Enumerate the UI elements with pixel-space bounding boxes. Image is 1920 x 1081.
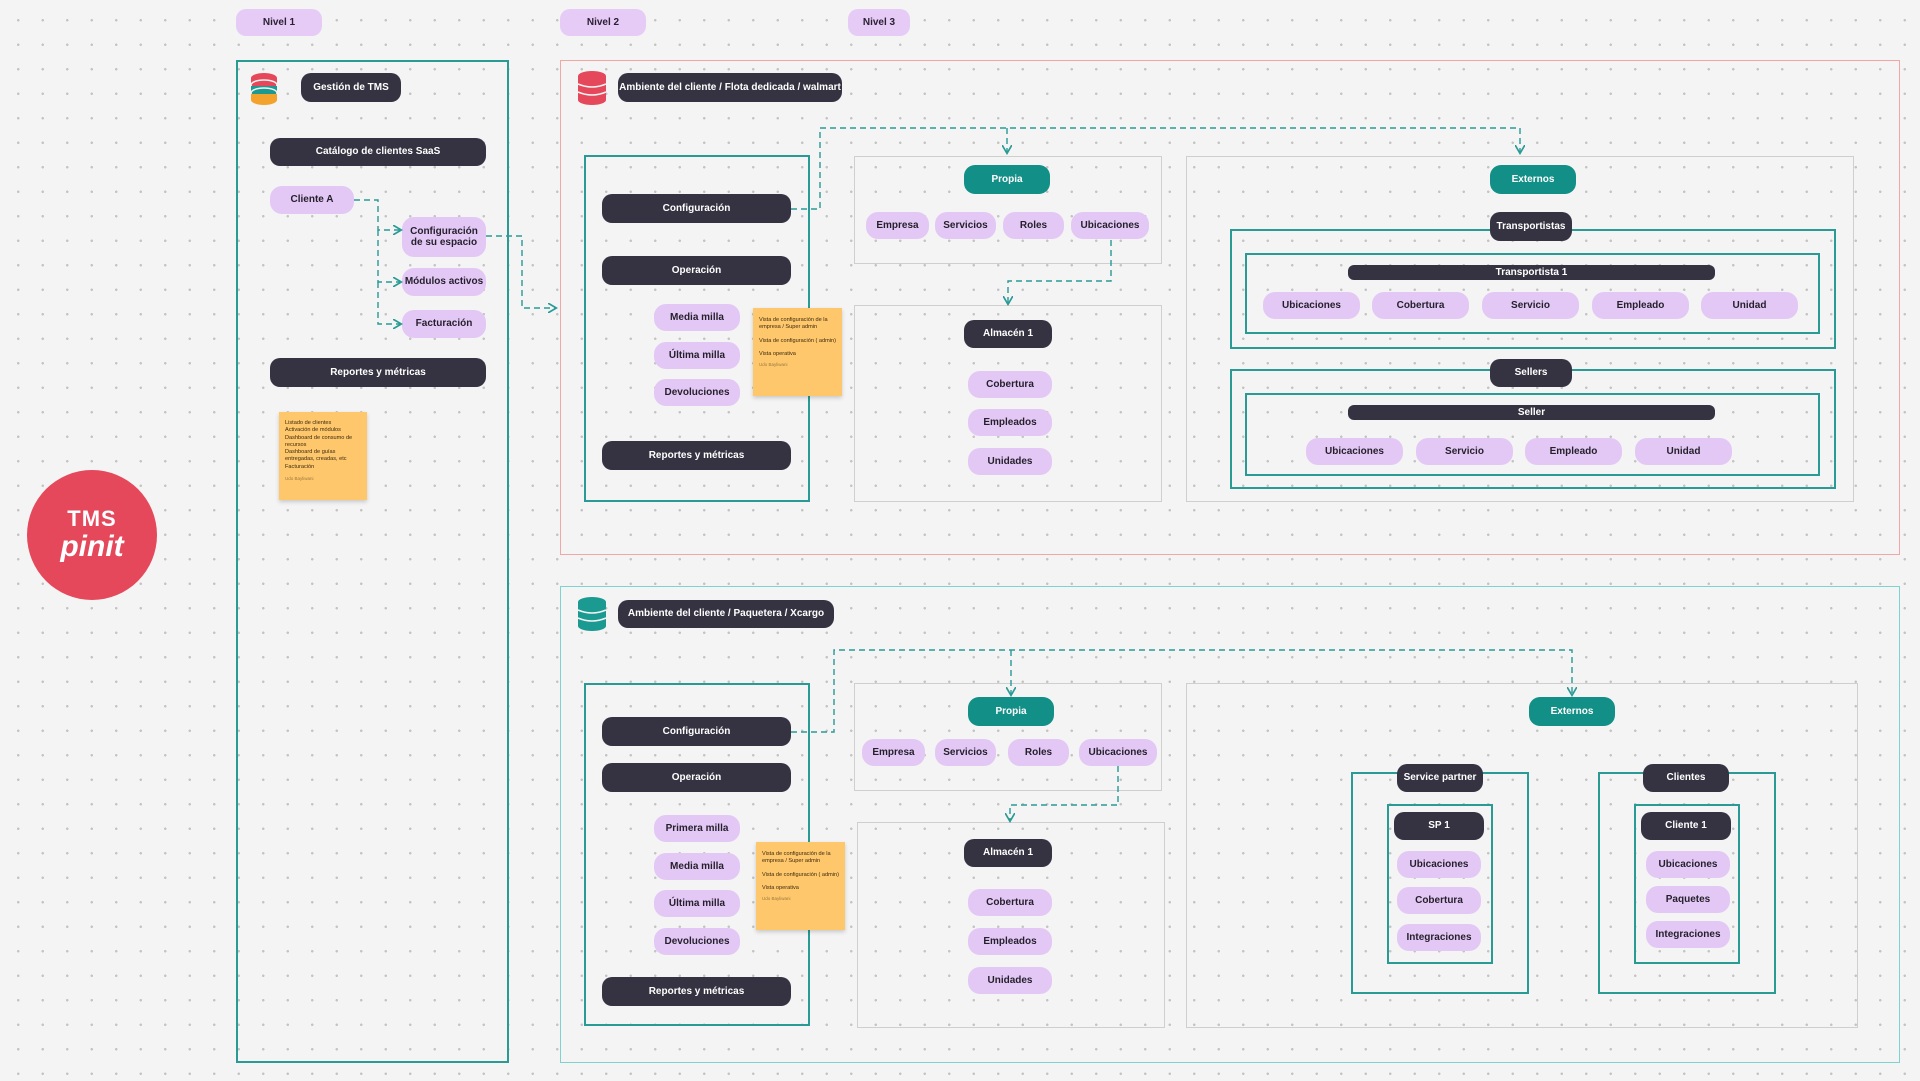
transportista-item: Empleado: [1592, 292, 1689, 319]
env1-sticky-note: Vista de configuración de la empresa / S…: [753, 308, 842, 396]
nivel1-frame: [236, 60, 509, 1063]
env1-propia-item: Empresa: [866, 212, 929, 239]
cliente1-node: Cliente 1: [1641, 812, 1731, 840]
note-line: Vista de configuración de la empresa / S…: [762, 851, 831, 865]
env1-externos-node: Externos: [1490, 165, 1576, 194]
note-line: Vista de configuración de la empresa / S…: [759, 317, 828, 331]
transportista1-frame: [1245, 253, 1820, 334]
seller-node: Seller: [1348, 405, 1715, 420]
note-line: Facturación: [285, 463, 315, 470]
env1-almacen-node: Almacén 1: [964, 320, 1052, 348]
seller-frame: [1245, 393, 1820, 476]
env2-op-item: Primera milla: [654, 815, 740, 842]
env1-frame: [560, 60, 1900, 555]
transportistas-node: Transportistas: [1490, 212, 1572, 241]
sp1-node: SP 1: [1394, 812, 1484, 840]
note-line: Vista de configuración ( admin): [759, 337, 837, 344]
client-config-node: Configuración de su espacio: [402, 217, 486, 257]
env1-almacen-item: Cobertura: [968, 371, 1052, 398]
env1-op-item: Última milla: [654, 342, 740, 369]
env2-frame: [560, 586, 1900, 1063]
env2-propia-item: Ubicaciones: [1079, 739, 1157, 766]
tms-pinit-logo: TMS pinit: [27, 470, 157, 600]
env1-op-item: Media milla: [654, 304, 740, 331]
env2-almacen-item: Cobertura: [968, 889, 1052, 916]
note-line: Dashboard de guías entregadas, creadas, …: [285, 449, 347, 463]
note-line: Vista operativa: [759, 350, 796, 357]
env2-almacen-item: Unidades: [968, 967, 1052, 994]
gestion-tms-title: Gestión de TMS: [301, 73, 401, 102]
logo-line-2: pinit: [60, 530, 124, 563]
env2-op-item: Última milla: [654, 890, 740, 917]
cliente-item: Ubicaciones: [1646, 851, 1730, 878]
database-icon: [577, 71, 607, 105]
cliente-item: Paquetes: [1646, 886, 1730, 913]
env2-almacen-node: Almacén 1: [964, 839, 1052, 867]
env1-reports-node: Reportes y métricas: [602, 441, 791, 470]
level-1-label: Nivel 1: [236, 9, 322, 36]
sp-item: Cobertura: [1397, 887, 1481, 914]
transportista1-node: Transportista 1: [1348, 265, 1715, 280]
env1-propia-item: Roles: [1003, 212, 1064, 239]
transportista-item: Servicio: [1482, 292, 1579, 319]
note-author: Udo Bayliwani: [759, 362, 788, 368]
clientes-node: Clientes: [1643, 764, 1729, 792]
note-line: Activación de módulos: [285, 427, 341, 434]
seller-item: Ubicaciones: [1306, 438, 1403, 465]
logo-line-1: TMS: [67, 506, 117, 531]
client-a-node: Cliente A: [270, 186, 354, 214]
env1-propia-item: Servicios: [935, 212, 996, 239]
sellers-node: Sellers: [1490, 359, 1572, 387]
env2-propia-item: Empresa: [862, 739, 925, 766]
transportista-item: Ubicaciones: [1263, 292, 1360, 319]
env2-externos-node: Externos: [1529, 697, 1615, 726]
env2-reports-node: Reportes y métricas: [602, 977, 791, 1006]
note-line: Listado de clientes: [285, 420, 332, 426]
env2-sticky-note: Vista de configuración de la empresa / S…: [756, 842, 845, 930]
sp1-frame: [1387, 804, 1493, 964]
env1-almacen-item: Empleados: [968, 409, 1052, 436]
transportista-item: Unidad: [1701, 292, 1798, 319]
cliente-item: Integraciones: [1646, 921, 1730, 948]
level-3-label: Nivel 3: [848, 9, 910, 36]
env1-propia-node: Propia: [964, 165, 1050, 194]
env2-propia-node: Propia: [968, 697, 1054, 726]
env2-operation-node: Operación: [602, 763, 791, 792]
env2-title: Ambiente del cliente / Paquetera / Xcarg…: [618, 600, 834, 628]
seller-item: Unidad: [1635, 438, 1732, 465]
note-line: Vista operativa: [762, 884, 799, 891]
nivel1-sticky-note: Listado de clientes Activación de módulo…: [279, 412, 367, 500]
env1-title: Ambiente del cliente / Flota dedicada / …: [618, 73, 842, 102]
env2-op-item: Media milla: [654, 853, 740, 880]
note-line: Vista de configuración ( admin): [762, 871, 840, 878]
seller-item: Empleado: [1525, 438, 1622, 465]
env2-almacen-item: Empleados: [968, 928, 1052, 955]
service-partner-node: Service partner: [1397, 764, 1483, 792]
transportista-item: Cobertura: [1372, 292, 1469, 319]
database-icon: [577, 597, 607, 631]
note-author: Udo Bayliwani: [762, 896, 791, 902]
env2-propia-item: Roles: [1008, 739, 1069, 766]
env2-config-node: Configuración: [602, 717, 791, 746]
level-2-label: Nivel 2: [560, 9, 646, 36]
seller-item: Servicio: [1416, 438, 1513, 465]
client-modules-node: Módulos activos: [402, 268, 486, 296]
cliente1-frame: [1634, 804, 1740, 964]
note-line: Dashboard de consumo de recursos: [285, 434, 353, 448]
sp-item: Integraciones: [1397, 924, 1481, 951]
env2-op-item: Devoluciones: [654, 928, 740, 955]
env2-propia-item: Servicios: [935, 739, 996, 766]
client-billing-node: Facturación: [402, 310, 486, 338]
catalog-node: Catálogo de clientes SaaS: [270, 138, 486, 166]
env1-propia-item: Ubicaciones: [1071, 212, 1149, 239]
sp-item: Ubicaciones: [1397, 851, 1481, 878]
env1-config-node: Configuración: [602, 194, 791, 223]
env1-almacen-item: Unidades: [968, 448, 1052, 475]
nivel1-reports-node: Reportes y métricas: [270, 358, 486, 387]
note-author: Udo Bayliwani: [285, 475, 314, 481]
database-icon: [250, 73, 278, 105]
env1-op-item: Devoluciones: [654, 379, 740, 406]
env1-operation-node: Operación: [602, 256, 791, 285]
